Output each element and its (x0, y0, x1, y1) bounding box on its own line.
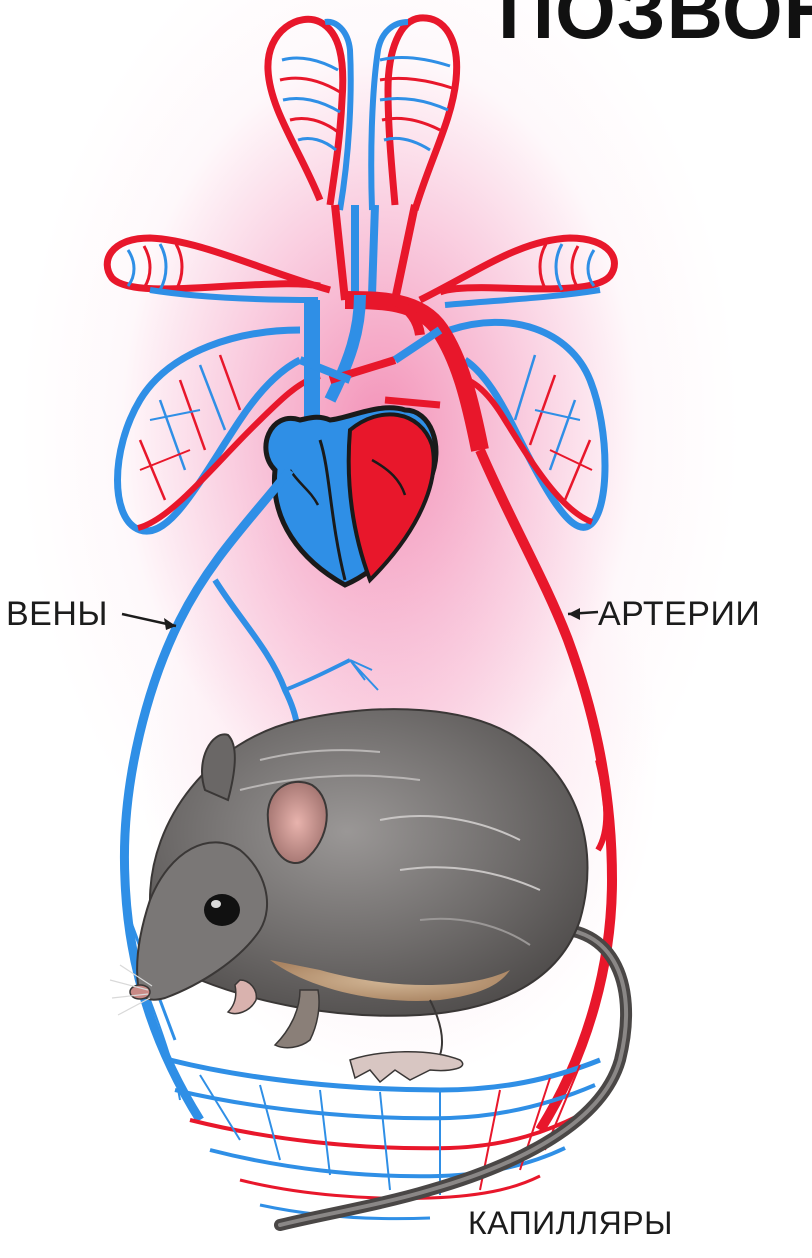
head-capillary-loops (268, 18, 457, 300)
capillaries-label: КАПИЛЛЯРЫ (468, 1205, 673, 1242)
label-arrows (122, 608, 598, 630)
heart-icon (266, 408, 436, 585)
veins-label: ВЕНЫ (6, 595, 108, 634)
arteries-label: АРТЕРИИ (598, 595, 760, 634)
